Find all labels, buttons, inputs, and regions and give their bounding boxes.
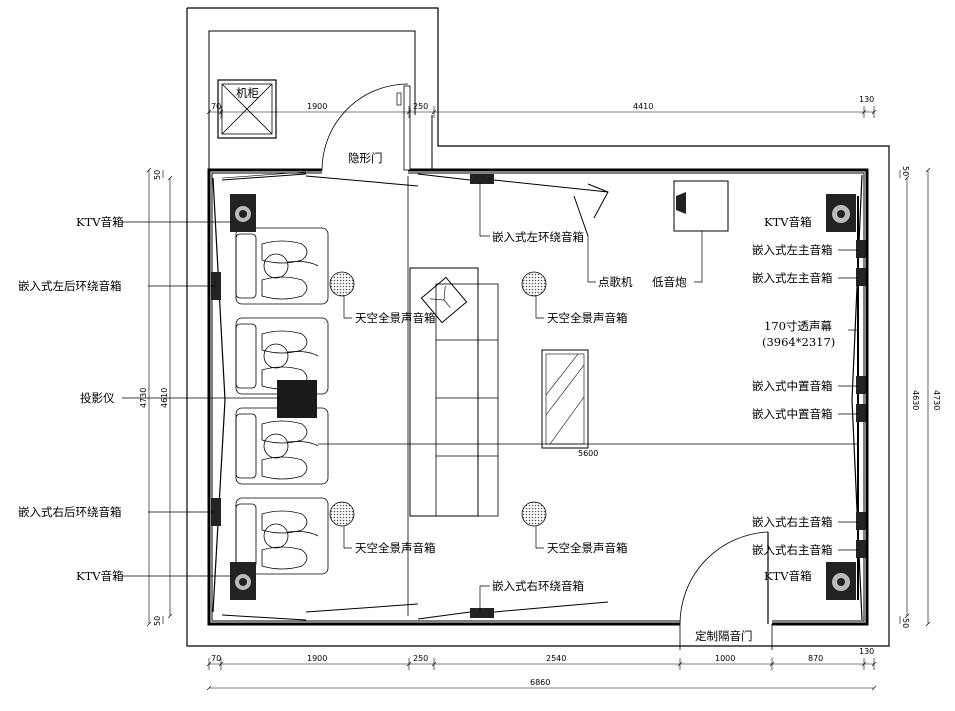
coffee-table bbox=[541, 349, 589, 449]
dim-top-1: 1900 bbox=[307, 102, 327, 111]
label-main-right-2: 嵌入式右主音箱 bbox=[752, 543, 833, 557]
label-screen-size: 170寸透声幕 bbox=[764, 319, 832, 333]
dim-bottom-4: 1000 bbox=[715, 654, 735, 663]
label-subwoofer: 低音炮 bbox=[652, 275, 687, 289]
label-ktv-speaker-bottom-left: KTV音箱 bbox=[76, 569, 124, 583]
dimension-lines bbox=[146, 106, 931, 691]
dim-left-outer: 4730 bbox=[139, 388, 148, 408]
dim-right-outer: 4730 bbox=[932, 390, 941, 410]
projector bbox=[277, 380, 317, 418]
dim-bottom-0: 70 bbox=[211, 654, 221, 663]
dim-total-width: 6860 bbox=[530, 678, 550, 687]
label-center-2: 嵌入式中置音箱 bbox=[752, 407, 833, 421]
subwoofer bbox=[673, 180, 729, 232]
label-atmos-4: 天空全景声音箱 bbox=[547, 541, 628, 555]
atmos-speakers bbox=[329, 271, 547, 527]
label-ktv-speaker-top-right: KTV音箱 bbox=[764, 215, 812, 229]
dim-top-2: 250 bbox=[413, 102, 428, 111]
dim-top-3: 4410 bbox=[633, 102, 653, 111]
leader-lines bbox=[122, 182, 858, 612]
dim-right-inner: 4630 bbox=[911, 390, 920, 410]
walls bbox=[186, 7, 890, 647]
dim-bottom-2: 250 bbox=[413, 654, 428, 663]
dim-right-small-top: 50 bbox=[901, 166, 910, 176]
label-atmos-1: 天空全景声音箱 bbox=[355, 311, 436, 325]
lounge-sofa bbox=[409, 267, 499, 517]
label-atmos-3: 天空全景声音箱 bbox=[355, 541, 436, 555]
dim-left-small-bottom: 50 bbox=[153, 616, 162, 626]
song-selector bbox=[573, 183, 609, 237]
label-main-right-1: 嵌入式右主音箱 bbox=[752, 515, 833, 529]
label-left-surround: 嵌入式左环绕音箱 bbox=[492, 230, 584, 244]
dim-right-small-bottom: 50 bbox=[901, 618, 910, 628]
theater-seats bbox=[235, 227, 329, 575]
cabinet: 机柜 bbox=[217, 79, 277, 139]
label-right-surround: 嵌入式右环绕音箱 bbox=[492, 579, 584, 593]
label-main-left-2: 嵌入式左主音箱 bbox=[752, 271, 833, 285]
dim-bottom-5: 870 bbox=[808, 654, 823, 663]
ktv-speakers bbox=[230, 194, 856, 600]
label-song-selector: 点歌机 bbox=[598, 275, 633, 289]
hidden-door: 隐形门 bbox=[321, 83, 411, 171]
dim-left-inner: 4610 bbox=[160, 388, 169, 408]
label-center-1: 嵌入式中置音箱 bbox=[752, 379, 833, 393]
acoustic-door: 定制隔音门 bbox=[679, 531, 773, 650]
label-left-rear-surround: 嵌入式左后环绕音箱 bbox=[18, 279, 122, 293]
dim-bottom-3: 2540 bbox=[546, 654, 566, 663]
hidden-door-label: 隐形门 bbox=[348, 151, 383, 165]
label-atmos-2: 天空全景声音箱 bbox=[547, 311, 628, 325]
dim-room-width: 5600 bbox=[578, 449, 598, 458]
dim-top-4: 130 bbox=[859, 95, 874, 104]
label-ktv-speaker-bottom-right: KTV音箱 bbox=[764, 569, 812, 583]
label-main-left-1: 嵌入式左主音箱 bbox=[752, 243, 833, 257]
acoustic-door-label: 定制隔音门 bbox=[695, 629, 753, 643]
dim-bottom-1: 1900 bbox=[307, 654, 327, 663]
dim-bottom-6: 130 bbox=[859, 647, 874, 656]
cabinet-label: 机柜 bbox=[236, 86, 259, 100]
label-projector: 投影仪 bbox=[80, 391, 115, 405]
dim-top-0: 70 bbox=[211, 102, 221, 111]
label-screen-dims: (3964*2317) bbox=[762, 335, 835, 349]
label-right-rear-surround: 嵌入式右后环绕音箱 bbox=[18, 505, 122, 519]
label-ktv-speaker-top-left: KTV音箱 bbox=[76, 215, 124, 229]
dim-left-small-top: 50 bbox=[153, 170, 162, 180]
